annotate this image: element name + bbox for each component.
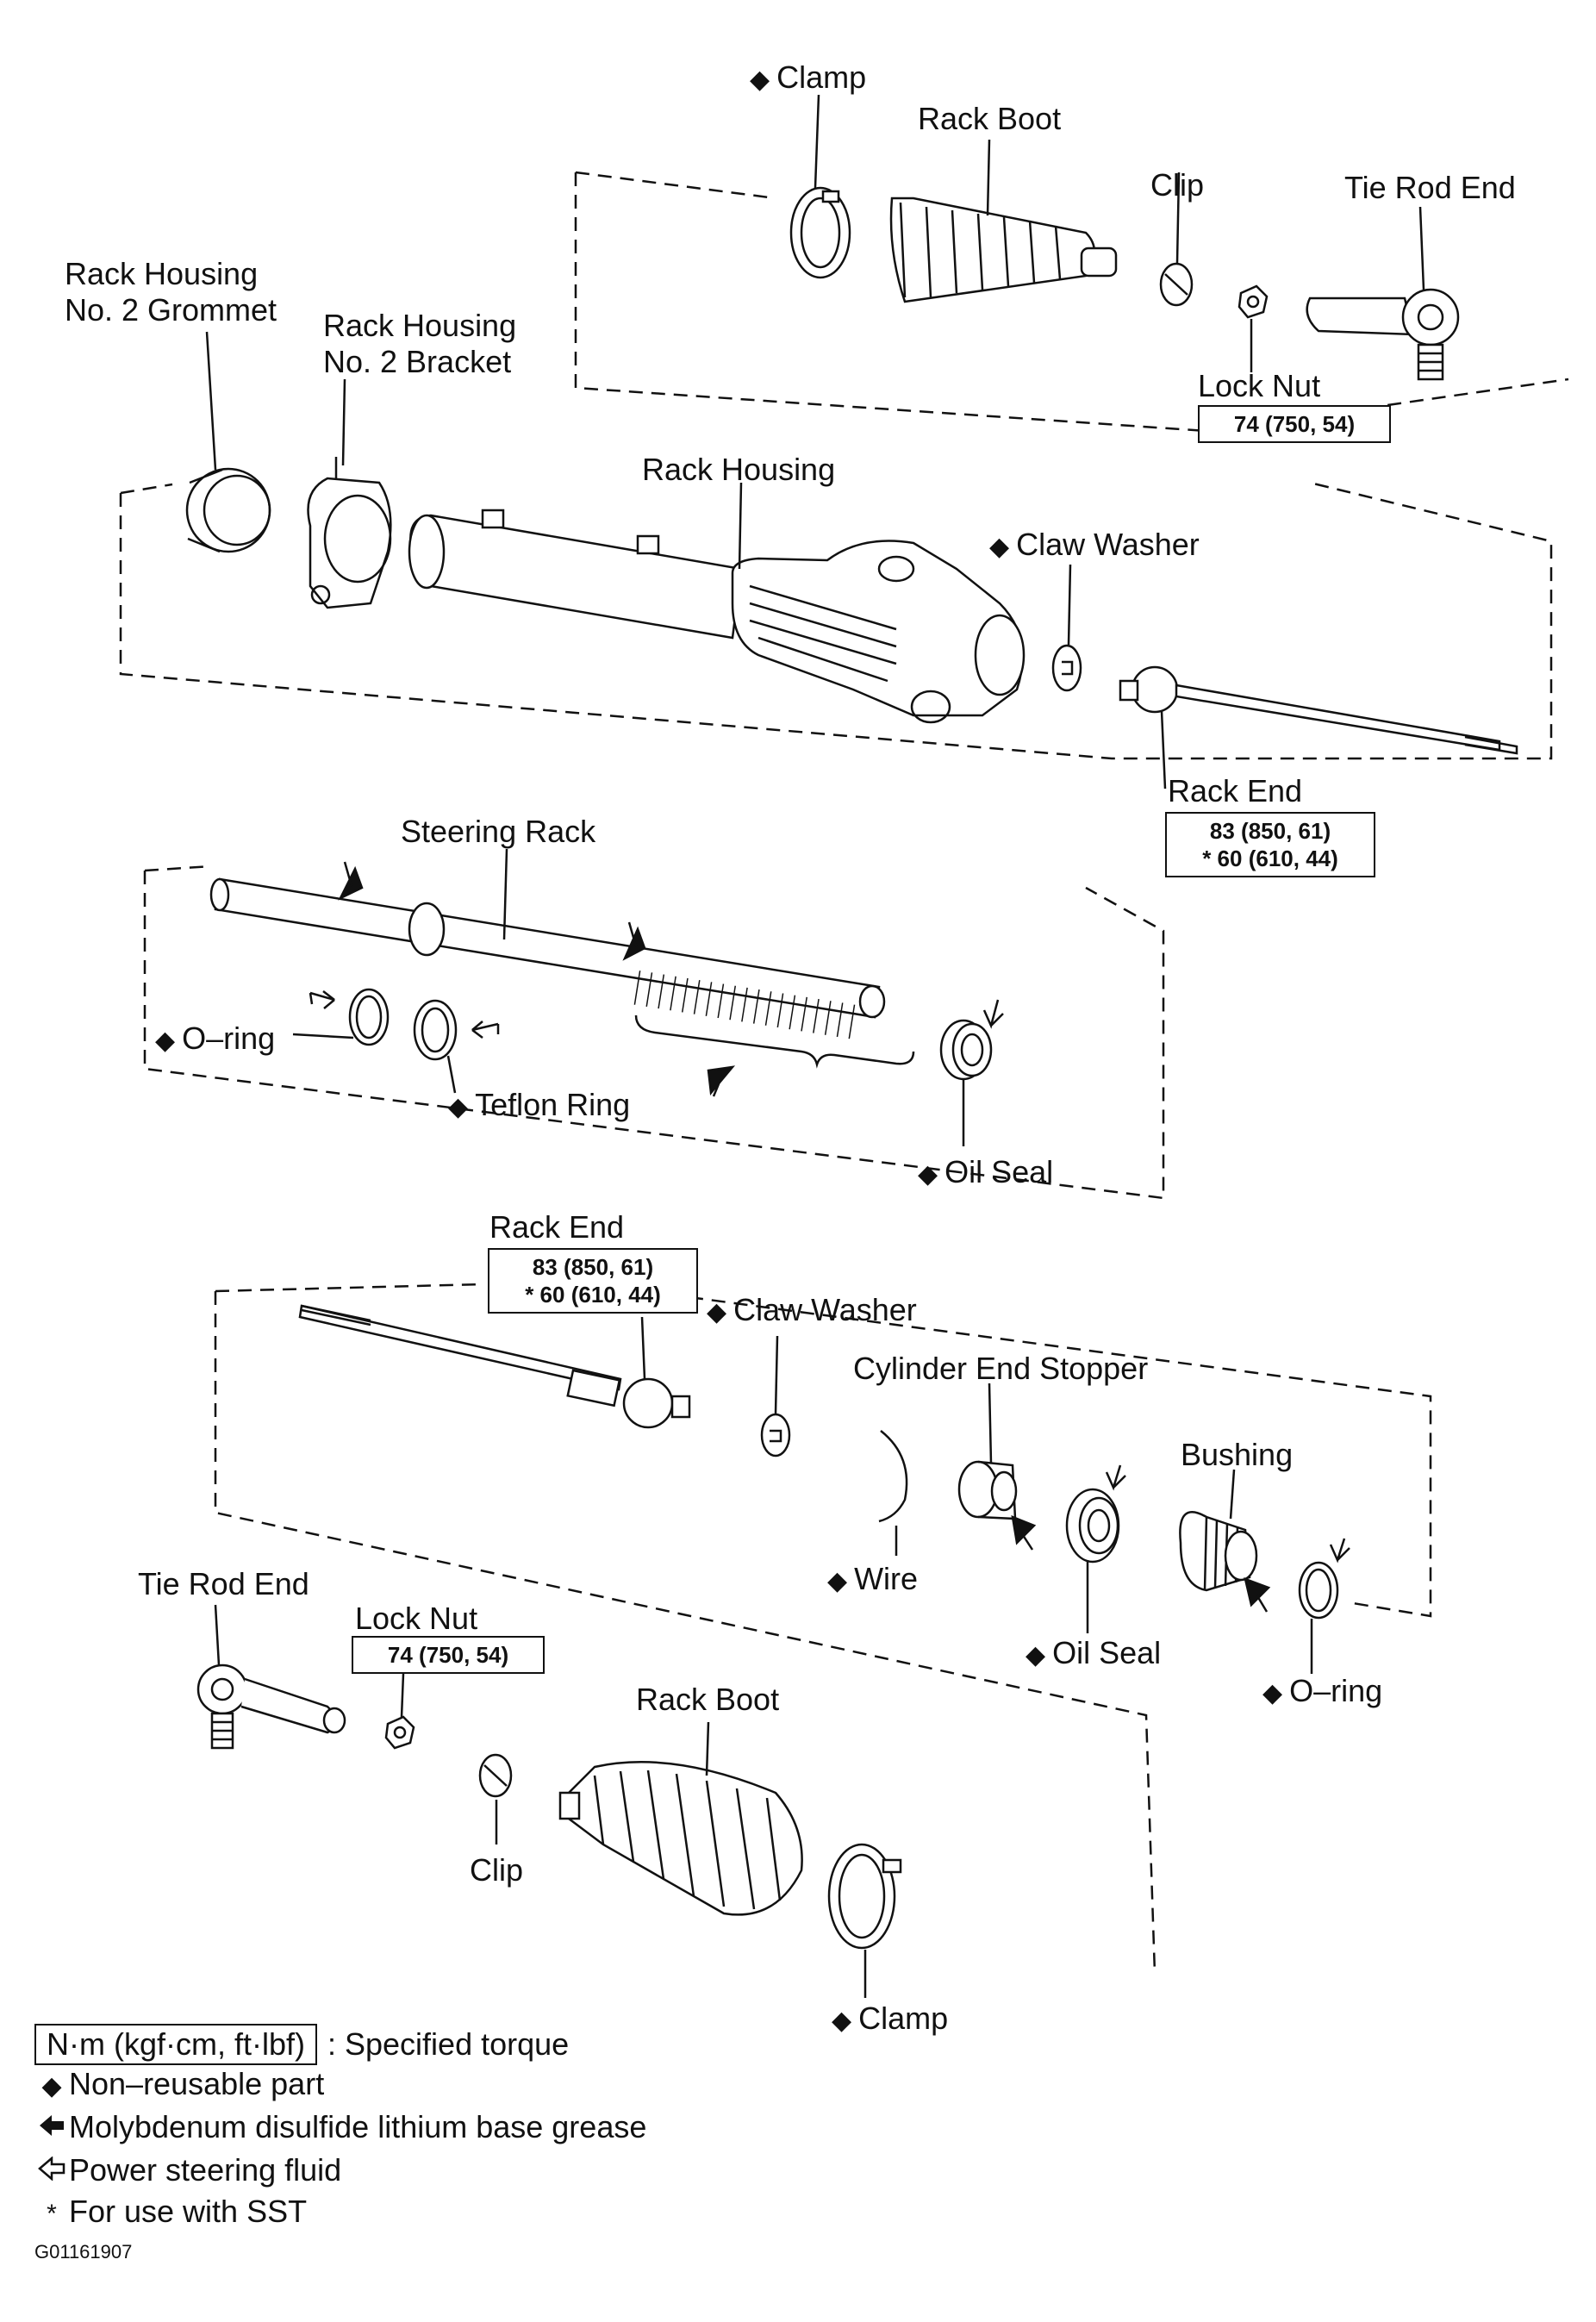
claw-washer-top-shape: [1051, 644, 1082, 692]
fluid-arrow-4: [1105, 1464, 1126, 1491]
diamond-icon: ◆: [41, 2072, 62, 2100]
bracket-label-line2: No. 2 Bracket: [323, 344, 512, 379]
hollow-arrow-icon: [34, 2156, 69, 2190]
oil-seal-mid-shape: [939, 1019, 993, 1081]
fluid-arrow-2: [471, 1021, 500, 1039]
clip-top-label: Clip: [1150, 167, 1205, 203]
steering-rack-shape: [209, 877, 915, 1069]
clip-top-shape: [1159, 262, 1194, 307]
rack-end-top-torque: 83 (850, 61) * 60 (610, 44): [1165, 812, 1375, 877]
oil-seal-bottom-label: ◆Oil Seal: [1026, 1635, 1162, 1670]
wire-shape: [878, 1430, 908, 1523]
legend-grease: Molybdenum disulfide lithium base grease: [34, 2110, 646, 2147]
rack-end-bottom-shape: [298, 1304, 691, 1429]
grease-arrow-4: [1011, 1515, 1037, 1551]
o-ring-left-shape: [348, 988, 390, 1046]
clamp-top-label: ◆Clamp: [750, 59, 867, 95]
clip-bottom-label: Clip: [470, 1852, 524, 1888]
rack-end-bottom-label: Rack End: [489, 1209, 625, 1245]
rack-housing-label: Rack Housing: [642, 452, 836, 487]
steering-rack-label: Steering Rack: [401, 814, 596, 849]
legend-non-reusable: ◆Non–reusable part: [34, 2067, 324, 2104]
grease-arrow-5: [1244, 1577, 1271, 1613]
tie-rod-end-top-label: Tie Rod End: [1344, 170, 1516, 205]
claw-washer-bottom-label: ◆Claw Washer: [707, 1292, 917, 1327]
oil-seal-bottom-shape: [1065, 1488, 1120, 1564]
tie-rod-end-top-shape: [1306, 288, 1460, 381]
legend-sst: *For use with SST: [34, 2194, 307, 2231]
asterisk-icon: *: [47, 2200, 57, 2228]
solid-arrow-icon: [34, 2113, 69, 2147]
rack-boot-bottom-label: Rack Boot: [636, 1682, 780, 1717]
lock-nut-top-label: Lock Nut: [1198, 368, 1321, 403]
o-ring-left-label: ◆O–ring: [155, 1021, 276, 1056]
wire-label: ◆Wire: [827, 1561, 919, 1596]
legend-torque-box: N·m (kgf·cm, ft·lbf): [34, 2024, 317, 2065]
tie-rod-end-bottom-shape: [196, 1663, 346, 1750]
o-ring-right-label: ◆O–ring: [1262, 1673, 1383, 1708]
lock-nut-bottom-shape: [384, 1715, 415, 1750]
grease-arrow-3: [707, 1065, 736, 1097]
rack-end-bottom-torque: 83 (850, 61) * 60 (610, 44): [488, 1248, 698, 1314]
tie-rod-end-bottom-label: Tie Rod End: [138, 1566, 309, 1601]
fluid-arrow-3: [982, 999, 1004, 1029]
bushing-label: Bushing: [1181, 1437, 1294, 1472]
claw-washer-bottom-shape: [760, 1413, 791, 1457]
rack-boot-top-shape: [889, 197, 1118, 303]
bracket-label-line1: Rack Housing: [323, 308, 517, 343]
rack-boot-bottom-shape: [558, 1761, 803, 1916]
rack-end-top-label: Rack End: [1168, 773, 1303, 808]
lock-nut-bottom-label: Lock Nut: [355, 1601, 478, 1636]
lock-nut-bottom-torque: 74 (750, 54): [352, 1636, 545, 1674]
grommet-label-line1: Rack Housing: [65, 256, 259, 291]
grommet-shape: [185, 467, 271, 553]
o-ring-right-shape: [1298, 1561, 1339, 1620]
cylinder-end-stopper-shape: [957, 1460, 1018, 1520]
legend-torque: N·m (kgf·cm, ft·lbf): Specified torque: [34, 2024, 569, 2065]
clamp-bottom-shape: [827, 1843, 902, 1950]
teflon-ring-label: ◆Teflon Ring: [448, 1087, 631, 1122]
lock-nut-top-shape: [1238, 284, 1269, 319]
non-reusable-icon: ◆: [750, 66, 770, 94]
group2-dashed-outline: [119, 481, 1553, 760]
clamp-bottom-label: ◆Clamp: [832, 2001, 949, 2036]
clip-bottom-shape: [478, 1753, 513, 1798]
clamp-top-shape: [789, 186, 851, 279]
fluid-arrow-1: [309, 990, 335, 1009]
cylinder-end-stopper-label: Cylinder End Stopper: [853, 1351, 1149, 1386]
group4-dashed-outline: [214, 1291, 1156, 1975]
grease-arrow-2: [622, 921, 646, 961]
legend-fluid: Power steering fluid: [34, 2153, 341, 2190]
oil-seal-mid-label: ◆Oil Seal: [918, 1154, 1054, 1189]
bushing-shape: [1179, 1511, 1258, 1592]
fluid-arrow-5: [1329, 1538, 1350, 1564]
rack-boot-top-label: Rack Boot: [918, 101, 1062, 136]
claw-washer-top-label: ◆Claw Washer: [989, 527, 1200, 562]
grease-arrow-1: [338, 861, 364, 901]
figure-code: G01161907: [34, 2241, 133, 2263]
grommet-label-line2: No. 2 Grommet: [65, 292, 277, 328]
teflon-ring-shape: [413, 999, 458, 1061]
rack-end-top-shape: [1119, 665, 1518, 755]
rack-housing-shape: [408, 509, 1026, 724]
bracket-shape: [307, 457, 392, 609]
lock-nut-top-torque: 74 (750, 54): [1198, 405, 1391, 443]
